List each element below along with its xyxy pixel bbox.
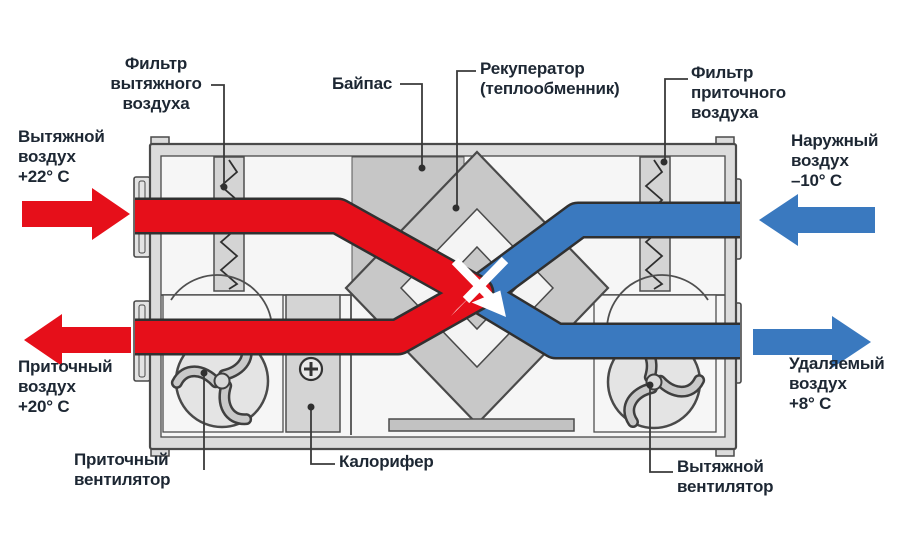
component-label-line: Фильтр <box>691 63 754 82</box>
component-label-line: вентилятор <box>677 477 774 496</box>
component-label-line: Калорифер <box>339 452 434 471</box>
flow-label-line: Удаляемый <box>789 354 885 373</box>
component-label-line: (теплообменник) <box>480 79 620 98</box>
flow-label-line: воздух <box>791 151 849 170</box>
exhaust-air-label: Вытяжной воздух +22° C <box>18 127 105 187</box>
outdoor-air-label: Наружный воздух –10° C <box>791 131 878 191</box>
outdoor-in-arrow <box>759 194 875 246</box>
flow-label-line: Приточный <box>18 357 113 376</box>
leader-lines <box>203 70 688 473</box>
flow-label-line: Наружный <box>791 131 879 150</box>
component-label-line: Байпас <box>332 74 393 93</box>
component-label-line: Приточный <box>74 450 169 469</box>
component-label-line: Фильтр <box>124 54 188 73</box>
flow-label-line: воздух <box>18 147 76 166</box>
heater <box>285 294 341 433</box>
flow-temp: +20° C <box>18 397 70 416</box>
supply-fan-label: Приточный вентилятор <box>74 450 171 490</box>
screw-icon <box>298 356 324 382</box>
recuperator-label: Рекуператор (теплообменник) <box>480 59 620 99</box>
supply-out-arrow <box>24 314 131 366</box>
bypass-label: Байпас <box>332 74 392 94</box>
extract-air-label: Удаляемый воздух +8° C <box>789 354 885 414</box>
heat-exchange-arrows <box>451 256 509 317</box>
component-label-line: приточного <box>691 83 786 102</box>
fan-impeller-icon <box>170 335 253 426</box>
supply-fan <box>162 274 284 433</box>
flow-temp: +22° C <box>18 167 70 186</box>
exhaust-in-arrow <box>22 188 130 240</box>
component-label-line: Рекуператор <box>480 59 585 78</box>
extract-out-arrow <box>753 316 871 368</box>
leader-dots <box>200 158 668 411</box>
heater-label: Калорифер <box>339 452 434 472</box>
flow-label-line: воздух <box>18 377 76 396</box>
component-label-line: Вытяжной <box>677 457 764 476</box>
filter-exhaust-label: Фильтр вытяжного воздуха <box>100 54 212 114</box>
flow-label-line: Вытяжной <box>18 127 105 146</box>
flow-label-line: воздух <box>789 374 847 393</box>
flow-temp: –10° C <box>791 171 842 190</box>
supply-air-label: Приточный воздух +20° C <box>18 357 113 417</box>
component-label-line: вентилятор <box>74 470 171 489</box>
filter-supply-label: Фильтр приточного воздуха <box>691 63 786 123</box>
component-label-line: воздуха <box>122 94 190 113</box>
component-label-line: воздуха <box>691 103 759 122</box>
flow-temp: +8° C <box>789 394 832 413</box>
exhaust-fan-label: Вытяжной вентилятор <box>677 457 774 497</box>
component-label-line: вытяжного <box>110 74 202 93</box>
